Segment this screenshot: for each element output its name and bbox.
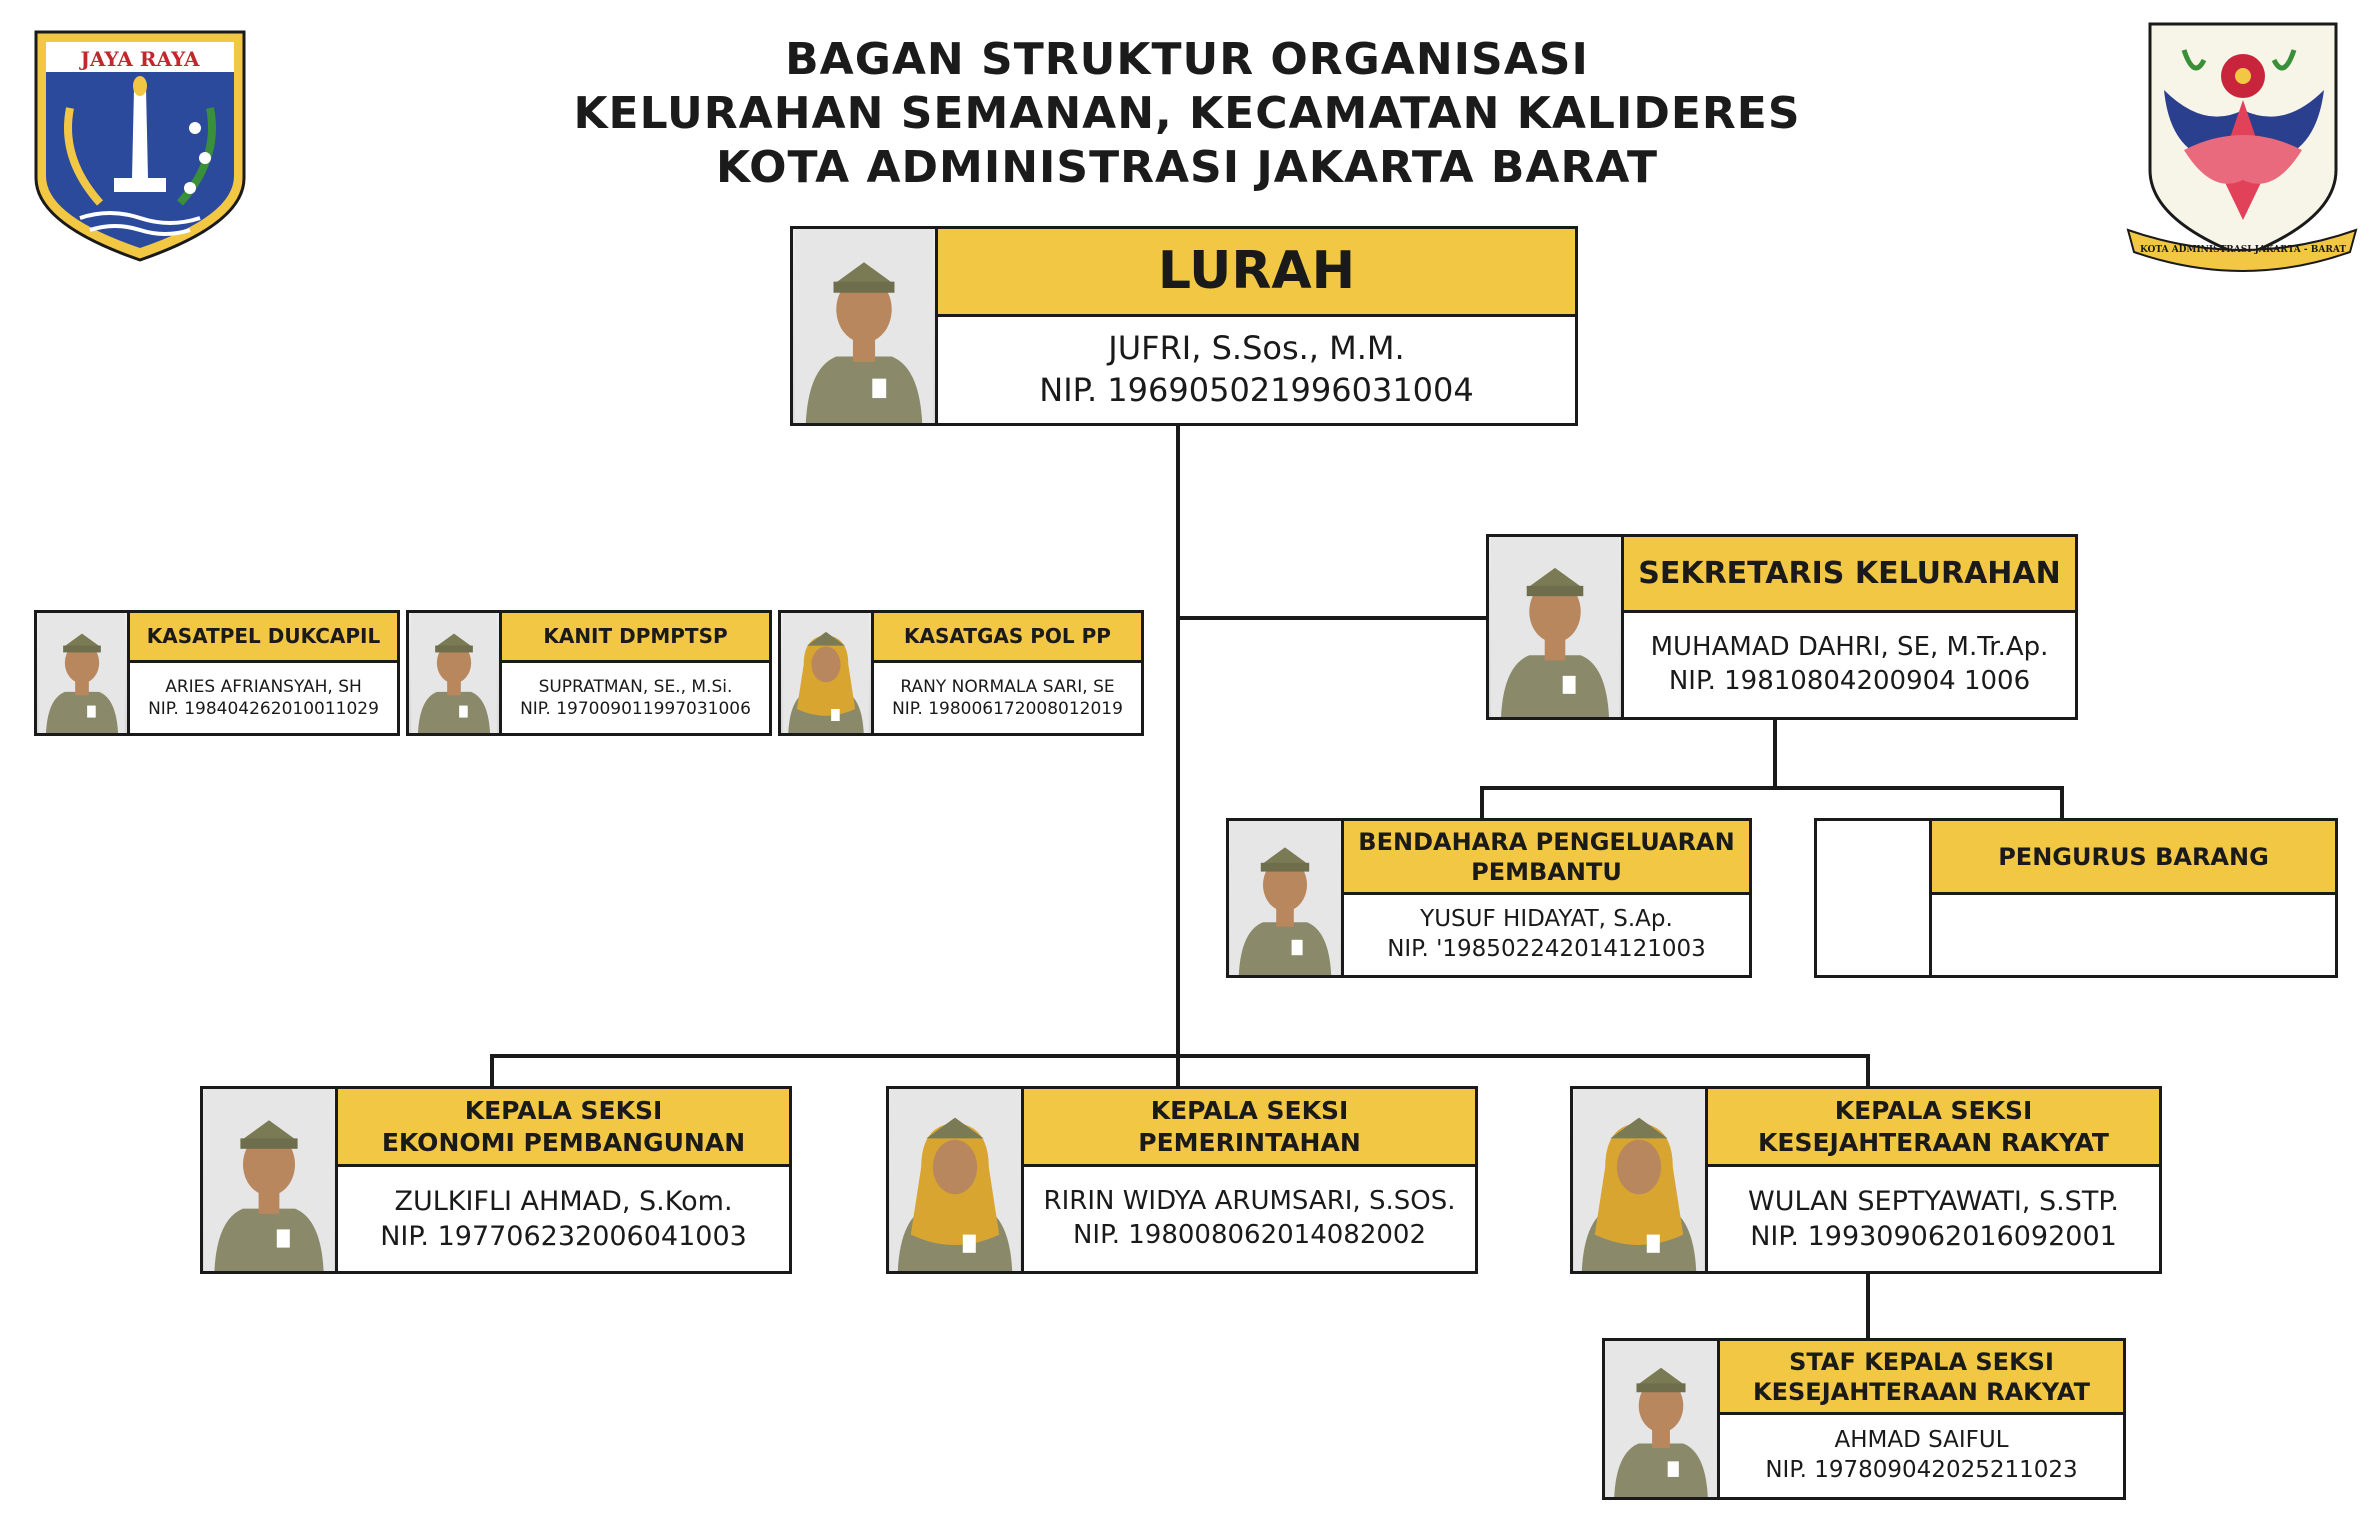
card-kasi-kesra: KEPALA SEKSI KESEJAHTERAAN RAKYAT WULAN … — [1570, 1086, 2162, 1274]
role-kasi-kesra-line-2: KESEJAHTERAAN RAKYAT — [1758, 1127, 2109, 1157]
role-staf-kesra-line-2: KESEJAHTERAAN RAKYAT — [1753, 1377, 2090, 1406]
card-kasi-ekonomi-pembangunan: KEPALA SEKSI EKONOMI PEMBANGUNAN ZULKIFL… — [200, 1086, 792, 1274]
card-bendahara: BENDAHARA PENGELUARAN PEMBANTU YUSUF HID… — [1226, 818, 1752, 978]
photo-kasatgas-pol-pp — [781, 613, 874, 733]
card-staf-kesra: STAF KEPALA SEKSI KESEJAHTERAAN RAKYAT A… — [1602, 1338, 2126, 1500]
jakarta-barat-crest-logo: KOTA ADMINISTRASI JAKARTA - BARAT — [2124, 20, 2360, 272]
role-bendahara-line-2: PEMBANTU — [1471, 857, 1622, 886]
connector-to-kesra — [1866, 1054, 1870, 1090]
name-staf-kesra: AHMAD SAIFUL — [1834, 1427, 2009, 1454]
nip-staf-kesra: NIP. 197809042025211023 — [1765, 1457, 2078, 1483]
name-kasi-kesra: WULAN SEPTYAWATI, S.STP. — [1748, 1185, 2119, 1217]
info-kasatgas-pol-pp: RANY NORMALA SARI, SE NIP. 1980061720080… — [874, 663, 1141, 733]
chart-title-line-1: BAGAN STRUKTUR ORGANISASI — [785, 34, 1589, 85]
name-kasatgas-pol-pp: RANY NORMALA SARI, SE — [900, 676, 1115, 697]
chart-title-line-2: KELURAHAN SEMANAN, KECAMATAN KALIDERES — [573, 88, 1801, 139]
role-kasi-ekonomi-line-1: KEPALA SEKSI — [464, 1096, 663, 1126]
role-pengurus-barang: PENGURUS BARANG — [1932, 821, 2335, 895]
nip-sekretaris: NIP. 19810804200904 1006 — [1668, 666, 2031, 696]
card-kasatpel-dukcapil: KASATPEL DUKCAPIL ARIES AFRIANSYAH, SH N… — [34, 610, 400, 736]
role-kasatgas-pol-pp: KASATGAS POL PP — [874, 613, 1141, 663]
connector-to-ekbang — [490, 1054, 494, 1090]
connector-kesra-to-staf — [1866, 1272, 1870, 1342]
nip-bendahara: NIP. '198502242014121003 — [1387, 936, 1706, 962]
name-bendahara: YUSUF HIDAYAT, S.Ap. — [1420, 906, 1673, 933]
photo-pengurus-barang-empty — [1817, 821, 1932, 975]
card-sekretaris: SEKRETARIS KELURAHAN MUHAMAD DAHRI, SE, … — [1486, 534, 2078, 720]
role-kanit-dpmptsp: KANIT DPMPTSP — [502, 613, 769, 663]
info-kanit-dpmptsp: SUPRATMAN, SE., M.Si. NIP. 1970090119970… — [502, 663, 769, 733]
nip-kasatpel-dukcapil: NIP. 198404262010011029 — [148, 699, 379, 719]
name-kanit-dpmptsp: SUPRATMAN, SE., M.Si. — [538, 676, 733, 697]
photo-kasi-kesra — [1573, 1089, 1708, 1271]
info-pengurus-barang — [1932, 895, 2335, 975]
connector-sekretaris-branch — [1480, 786, 2064, 790]
name-kasatpel-dukcapil: ARIES AFRIANSYAH, SH — [165, 676, 362, 697]
role-lurah: LURAH — [938, 229, 1575, 317]
role-bendahara-line-1: BENDAHARA PENGELUARAN — [1358, 827, 1735, 856]
role-kasi-pemerintahan: KEPALA SEKSI PEMERINTAHAN — [1024, 1089, 1475, 1167]
name-lurah: JUFRI, S.Sos., M.M. — [1108, 329, 1405, 368]
photo-kanit-dpmptsp — [409, 613, 502, 733]
role-kasi-ekonomi-line-2: EKONOMI PEMBANGUNAN — [381, 1127, 746, 1157]
photo-kasi-ekonomi-pembangunan — [203, 1089, 338, 1271]
card-lurah: LURAH JUFRI, S.Sos., M.M. NIP. 196905021… — [790, 226, 1578, 426]
connector-to-pengurus — [2060, 786, 2064, 822]
role-kasatpel-dukcapil: KASATPEL DUKCAPIL — [130, 613, 397, 663]
name-kasi-ekonomi-pembangunan: ZULKIFLI AHMAD, S.Kom. — [394, 1185, 733, 1217]
card-kasi-pemerintahan: KEPALA SEKSI PEMERINTAHAN RIRIN WIDYA AR… — [886, 1086, 1478, 1274]
photo-staf-kesra — [1605, 1341, 1720, 1497]
nip-kasi-pemerintahan: NIP. 198008062014082002 — [1072, 1220, 1427, 1250]
connector-to-sekretaris — [1176, 616, 1486, 620]
info-kasi-kesra: WULAN SEPTYAWATI, S.STP. NIP. 1993090620… — [1708, 1167, 2159, 1271]
card-kanit-dpmptsp: KANIT DPMPTSP SUPRATMAN, SE., M.Si. NIP.… — [406, 610, 772, 736]
info-bendahara: YUSUF HIDAYAT, S.Ap. NIP. '1985022420141… — [1344, 895, 1749, 975]
info-sekretaris: MUHAMAD DAHRI, SE, M.Tr.Ap. NIP. 1981080… — [1624, 613, 2075, 717]
name-sekretaris: MUHAMAD DAHRI, SE, M.Tr.Ap. — [1650, 632, 2049, 663]
role-kasi-pemerintahan-line-2: PEMERINTAHAN — [1138, 1127, 1361, 1157]
role-kasi-kesra: KEPALA SEKSI KESEJAHTERAAN RAKYAT — [1708, 1089, 2159, 1167]
photo-lurah — [793, 229, 938, 423]
connector-sekretaris-down — [1773, 718, 1777, 786]
card-kasatgas-pol-pp: KASATGAS POL PP RANY NORMALA SARI, SE NI… — [778, 610, 1144, 736]
role-kasi-kesra-line-1: KEPALA SEKSI — [1834, 1096, 2033, 1126]
role-sekretaris: SEKRETARIS KELURAHAN — [1624, 537, 2075, 613]
photo-bendahara — [1229, 821, 1344, 975]
role-staf-kesra: STAF KEPALA SEKSI KESEJAHTERAAN RAKYAT — [1720, 1341, 2123, 1415]
role-bendahara: BENDAHARA PENGELUARAN PEMBANTU — [1344, 821, 1749, 895]
info-kasatpel-dukcapil: ARIES AFRIANSYAH, SH NIP. 19840426201001… — [130, 663, 397, 733]
role-kasi-pemerintahan-line-1: KEPALA SEKSI — [1150, 1096, 1349, 1126]
info-lurah: JUFRI, S.Sos., M.M. NIP. 196905021996031… — [938, 317, 1575, 423]
connector-to-bendahara — [1480, 786, 1484, 822]
svg-text:JAYA RAYA: JAYA RAYA — [78, 47, 200, 71]
svg-text:KOTA ADMINISTRASI JAKARTA - BA: KOTA ADMINISTRASI JAKARTA - BARAT — [2140, 245, 2346, 255]
role-kasi-ekonomi-pembangunan: KEPALA SEKSI EKONOMI PEMBANGUNAN — [338, 1089, 789, 1167]
info-kasi-ekonomi-pembangunan: ZULKIFLI AHMAD, S.Kom. NIP. 197706232006… — [338, 1167, 789, 1271]
photo-sekretaris — [1489, 537, 1624, 717]
connector-seksi-branch — [490, 1054, 1870, 1058]
jakarta-crest-logo: JAYA RAYA — [30, 28, 250, 264]
photo-kasatpel-dukcapil — [37, 613, 130, 733]
card-pengurus-barang: PENGURUS BARANG — [1814, 818, 2338, 978]
name-kasi-pemerintahan: RIRIN WIDYA ARUMSARI, S.SOS. — [1043, 1186, 1456, 1217]
photo-kasi-pemerintahan — [889, 1089, 1024, 1271]
info-kasi-pemerintahan: RIRIN WIDYA ARUMSARI, S.SOS. NIP. 198008… — [1024, 1167, 1475, 1271]
nip-lurah: NIP. 196905021996031004 — [1039, 371, 1474, 409]
connector-lurah-trunk — [1176, 424, 1180, 1058]
connector-to-pemerintahan — [1176, 1054, 1180, 1090]
nip-kasi-kesra: NIP. 199309062016092001 — [1750, 1221, 2117, 1252]
role-staf-kesra-line-1: STAF KEPALA SEKSI — [1789, 1347, 2054, 1376]
chart-title-line-3: KOTA ADMINISTRASI JAKARTA BARAT — [715, 142, 1658, 193]
info-staf-kesra: AHMAD SAIFUL NIP. 197809042025211023 — [1720, 1415, 2123, 1497]
nip-kanit-dpmptsp: NIP. 197009011997031006 — [520, 699, 751, 719]
nip-kasi-ekonomi-pembangunan: NIP. 197706232006041003 — [380, 1221, 747, 1252]
nip-kasatgas-pol-pp: NIP. 198006172008012019 — [892, 699, 1123, 719]
